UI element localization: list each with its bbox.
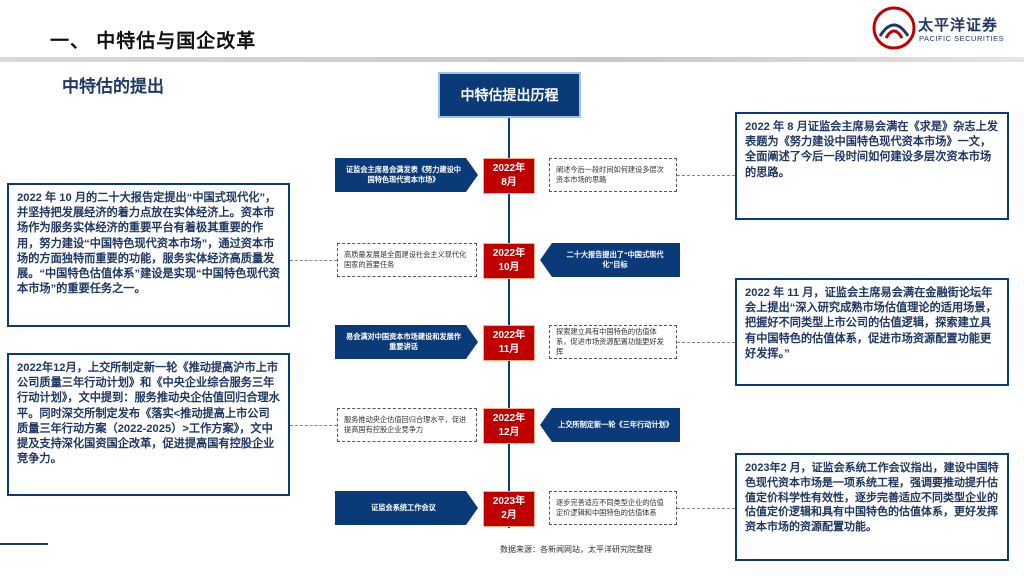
logo-chinese-name: 太平洋证券 <box>918 17 999 34</box>
event-5-date-year: 2023年 <box>492 496 526 507</box>
event-4-date-month: 12月 <box>498 427 520 438</box>
event-3-right-label: 探索建立具有中国特色的估值体系，促进市场资源配置功能更好发挥 <box>549 325 677 359</box>
company-logo: 太平洋证券 PACIFIC SECURITIES <box>872 6 1012 52</box>
info-box-feb-2023: 2023年2 月，证监会系统工作会议指出，建设中国特色现代资本市场是一项系统工程… <box>735 453 1009 561</box>
event-5-right-label: 逐步完善适应不同类型企业的估值定价逻辑和中国特色的估值体系 <box>549 491 677 525</box>
event-1-date-month: 8月 <box>501 177 517 188</box>
event-4-left-label: 服务推动央企估值回归合理水平，促进提高国有控股企业竞争力 <box>337 408 477 442</box>
event-4-date: 2022年 12月 <box>483 408 535 444</box>
event-2-right-label: 二十大报告提出了“中国式现代化”目标 <box>540 243 680 277</box>
info-box-oct-2022: 2022 年 10 月的二十大报告定提出“中国式现代化”，并坚持把发展经济的着力… <box>7 183 290 327</box>
event-1-date: 2022年 8月 <box>483 158 535 194</box>
event-1-left-label: 证监会主席易会满发表《努力建设中国特色现代资本市场》 <box>335 158 478 192</box>
footer-accent-line <box>0 543 48 545</box>
slide-subtitle: 中特估的提出 <box>62 77 164 96</box>
header-divider <box>0 57 1024 62</box>
info-box-nov-2022: 2022 年 11 月，证监会主席易会满在金融街论坛年会上提出“深入研究成熟市场… <box>735 278 1009 386</box>
section-title: 一、 中特估与国企改革 <box>50 31 257 52</box>
event-4-connector <box>290 425 337 426</box>
info-box-dec-2022: 2022年12月，上交所制定新一轮《推动提高沪市上市公司质量三年行动计划》和《中… <box>7 353 290 496</box>
event-2-connector <box>290 260 337 261</box>
event-5-connector <box>677 508 735 509</box>
info-box-aug-2022: 2022 年 8 月证监会主席易会满在《求是》杂志上发表题为《努力建设中国特色现… <box>735 112 1009 220</box>
event-4-right-label: 上交所制定新一轮《三年行动计划》 <box>540 408 680 442</box>
timeline-axis <box>508 118 510 528</box>
event-3-connector <box>677 342 735 343</box>
event-2-date: 2022年 10月 <box>483 243 535 279</box>
event-5-date: 2023年 2月 <box>483 491 535 527</box>
logo-english-name: PACIFIC SECURITIES <box>919 34 1005 43</box>
event-1-connector <box>677 175 735 176</box>
event-1-date-year: 2022年 <box>492 163 526 174</box>
event-2-date-month: 10月 <box>498 262 520 273</box>
event-5-date-month: 2月 <box>501 510 517 521</box>
event-2-left-label: 高质量发展是全面建设社会主义现代化国家的首要任务 <box>337 243 477 277</box>
event-3-date: 2022年 11月 <box>483 325 535 361</box>
pacific-securities-logo-icon <box>872 6 916 50</box>
event-3-date-year: 2022年 <box>492 330 526 341</box>
event-5-left-label: 证监会系统工作会议 <box>335 491 478 525</box>
event-1-right-label: 阐述今后一段时间如何建设多层次资本市场的思路 <box>549 158 677 192</box>
event-3-date-month: 11月 <box>498 344 520 355</box>
event-4-date-year: 2022年 <box>492 413 526 424</box>
timeline-title: 中特估提出历程 <box>438 72 581 118</box>
event-3-left-label: 易会满对中国资本市场建设和发展作重要讲话 <box>335 325 478 359</box>
source-note: 数据来源：各新闻网站，太平洋研究院整理 <box>500 545 652 554</box>
event-2-date-year: 2022年 <box>492 248 526 259</box>
